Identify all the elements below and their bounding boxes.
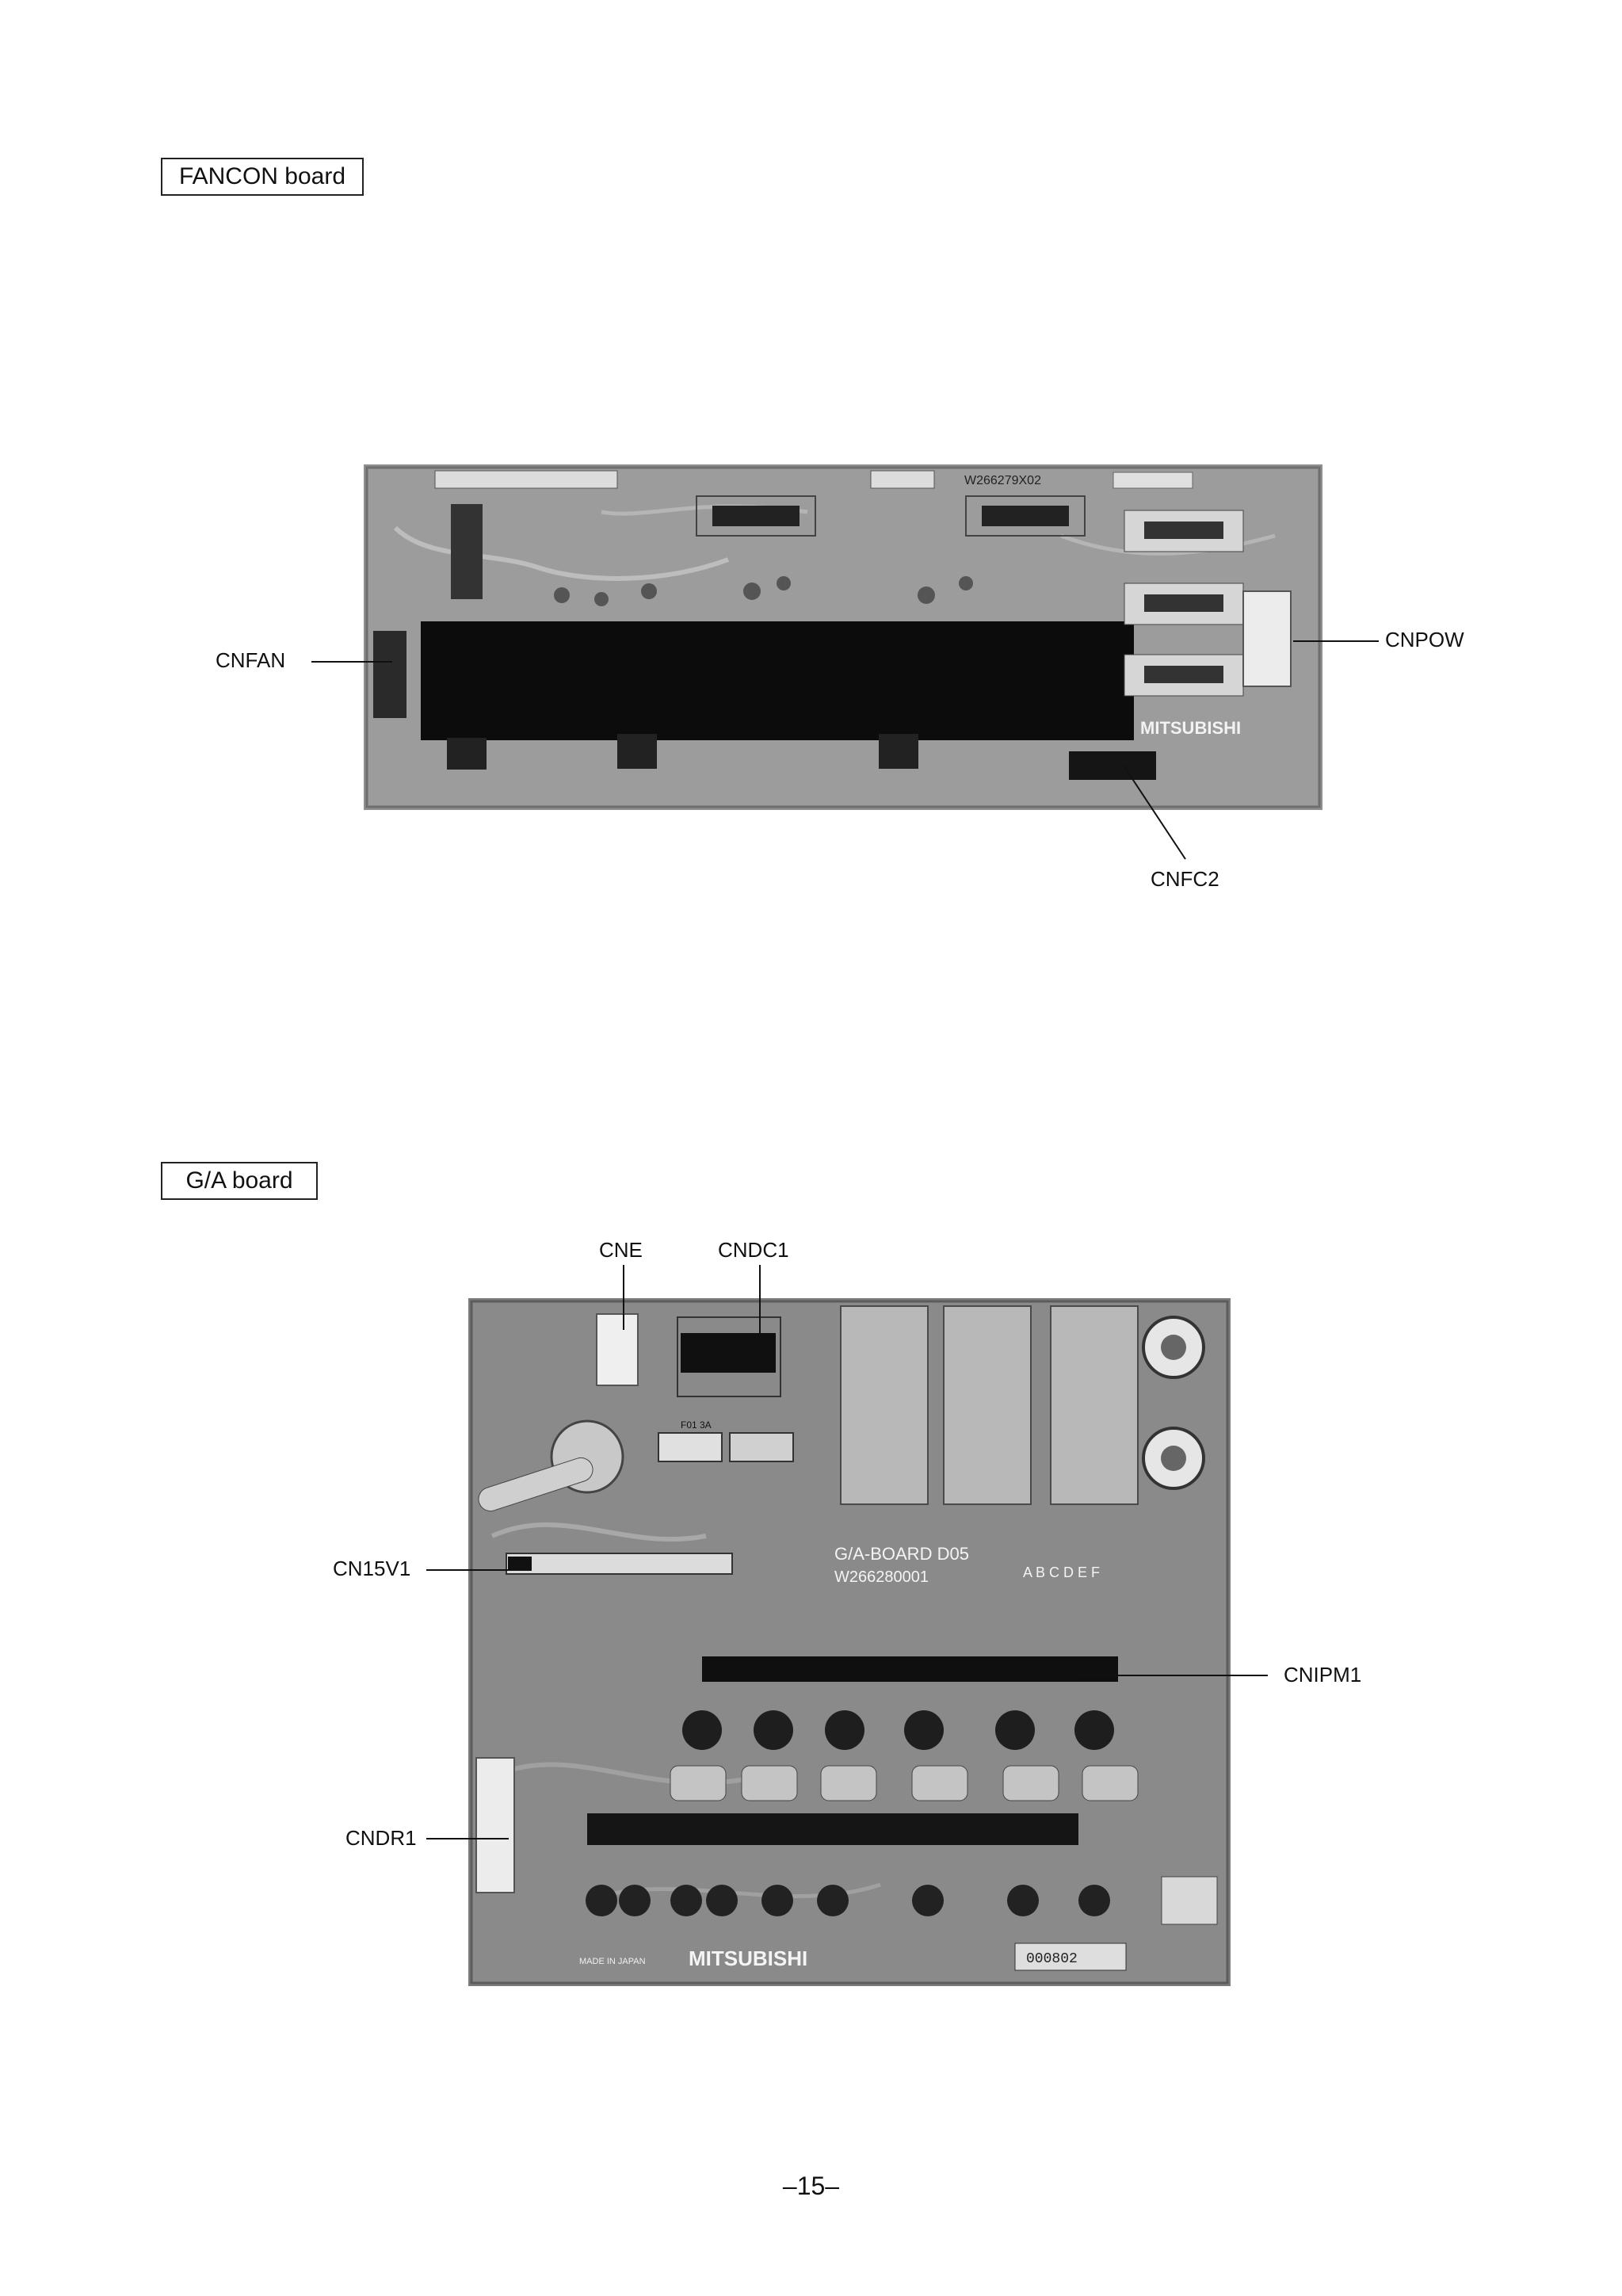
cne-callout: CNE — [599, 1238, 643, 1262]
cnfc2-leader-line — [1123, 765, 1186, 860]
cnipm1-callout: CNIPM1 — [1284, 1663, 1362, 1687]
fancon-section-label: FANCON board — [161, 158, 364, 196]
cndc1-callout: CNDC1 — [718, 1238, 789, 1262]
ga-made-text: MADE IN JAPAN — [579, 1957, 646, 1966]
ga-board-photo: F01 3A G/A-BOARD D05 W266280001 A B C D … — [468, 1298, 1231, 1986]
cn15v1-leader-line — [426, 1569, 509, 1571]
fancon-model-text: W266279X02 — [964, 474, 1041, 487]
cnipm1-leader-line — [1076, 1675, 1268, 1676]
cndr1-leader-line — [426, 1838, 509, 1839]
ga-brand-text: MITSUBISHI — [689, 1946, 807, 1970]
cnpow-callout: CNPOW — [1385, 628, 1464, 651]
fancon-brand-text: MITSUBISHI — [1140, 718, 1241, 738]
ga-serial-text: 000802 — [1026, 1951, 1078, 1967]
cndr1-callout: CNDR1 — [345, 1826, 417, 1850]
ga-section-label: G/A board — [161, 1162, 318, 1200]
cne-leader-line — [623, 1265, 624, 1330]
fancon-board-photo: W266279X02 MITSUBISHI — [364, 464, 1322, 810]
cnfc2-callout: CNFC2 — [1151, 867, 1219, 891]
ga-abc-text: A B C D E F — [1023, 1564, 1100, 1580]
ga-title-text: G/A-BOARD D05 — [834, 1544, 969, 1564]
page-number: –15– — [782, 2172, 840, 2200]
cndc1-leader-line — [759, 1265, 761, 1352]
cnpow-leader-line — [1293, 640, 1379, 642]
ga-fuse-text: F01 3A — [681, 1419, 712, 1431]
cnfan-leader-line — [311, 661, 392, 663]
cn15v1-callout: CN15V1 — [333, 1557, 411, 1580]
ga-model-text: W266280001 — [834, 1568, 929, 1586]
cnfan-callout: CNFAN — [216, 648, 286, 672]
